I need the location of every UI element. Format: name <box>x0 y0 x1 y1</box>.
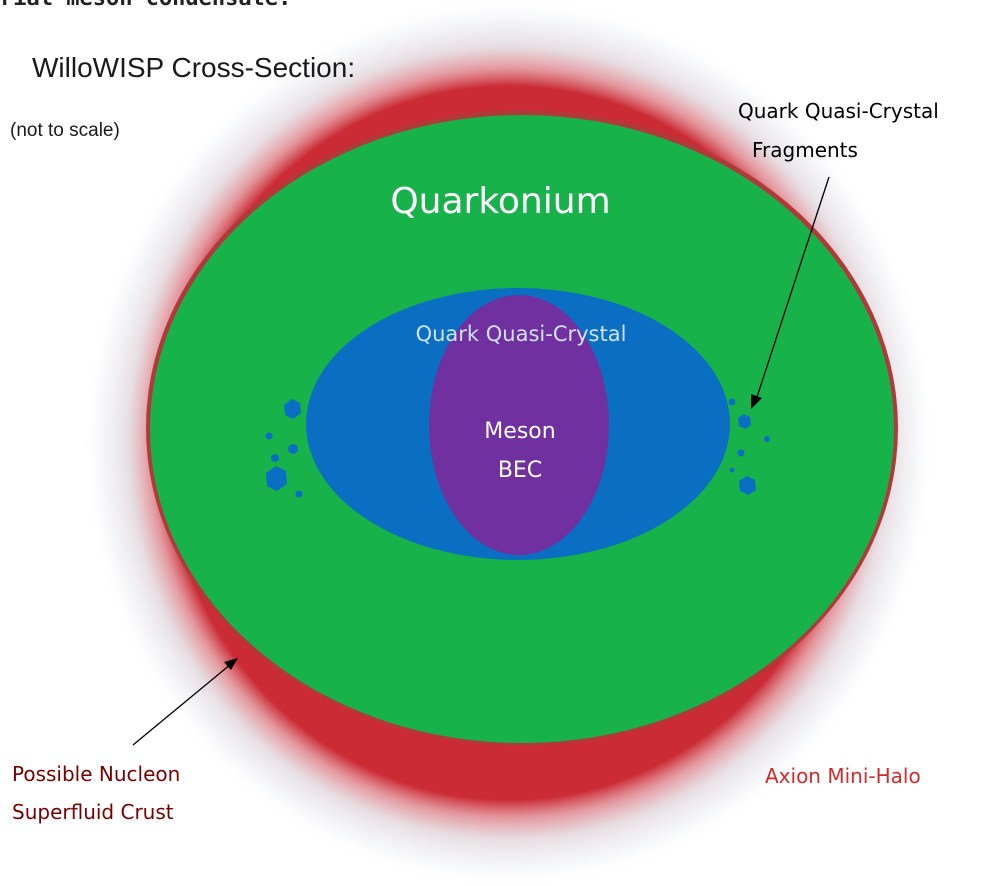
crust-callout-arrow <box>132 658 238 746</box>
crystal-fragment <box>265 432 273 440</box>
diagram-title: WilloWISP Cross-Section: <box>32 52 356 83</box>
crystal-fragment <box>284 399 301 419</box>
crust-callout-label-line2: Superfluid Crust <box>12 800 174 824</box>
crystal-fragment <box>728 398 736 406</box>
right-crystal-fragments <box>728 398 770 495</box>
crystal-fragment <box>729 467 735 473</box>
axion-halo-label: Axion Mini-Halo <box>765 764 921 788</box>
quasi-crystal-label: Quark Quasi-Crystal <box>415 322 627 346</box>
diagram-subtitle: (not to scale) <box>10 120 120 141</box>
bec-label: BEC <box>497 458 543 483</box>
crystal-fragment <box>739 476 756 495</box>
crystal-fragment <box>266 466 287 491</box>
crystal-fragment <box>738 414 751 429</box>
left-crystal-fragments <box>265 399 303 498</box>
meson-label: Meson <box>484 419 556 444</box>
crystal-fragment <box>288 444 298 454</box>
meson-bec-core <box>429 295 609 555</box>
crust-callout-label-line1: Possible Nucleon <box>12 762 181 786</box>
fragments-callout-label-line2: Fragments <box>752 138 858 162</box>
crystal-fragment <box>764 436 770 442</box>
crystal-fragment <box>737 449 745 457</box>
fragments-callout-arrow <box>751 176 830 409</box>
fragments-callout-label-line1: Quark Quasi-Crystal <box>738 99 939 123</box>
crystal-fragment <box>295 490 303 498</box>
quarkonium-label: Quarkonium <box>390 181 611 222</box>
crystal-fragment <box>271 454 279 462</box>
cropped-top-text: rial meson condensate. <box>0 0 291 11</box>
